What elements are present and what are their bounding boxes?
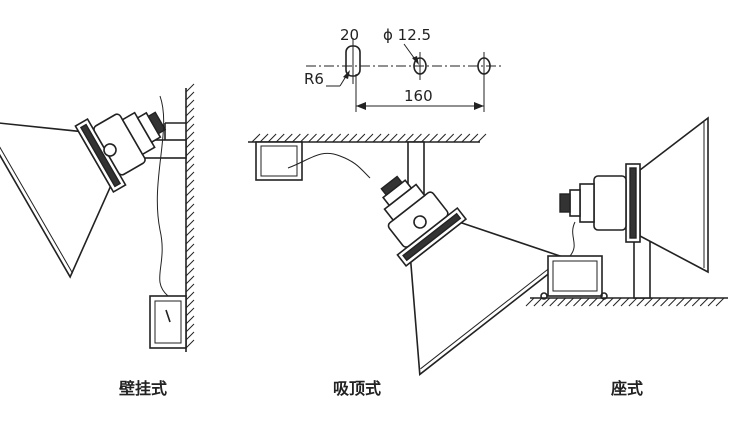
wall-mount-illustration <box>0 83 195 352</box>
base-cable <box>569 221 576 257</box>
wall-hatching <box>185 83 195 349</box>
base-mount-illustration <box>525 116 728 307</box>
ceiling-hatching <box>251 133 487 143</box>
wall-cable <box>156 95 169 297</box>
ceiling-mount-illustration <box>248 133 570 376</box>
caption-base-mount: 座式 <box>610 379 643 398</box>
floor-junction-box <box>547 255 603 297</box>
caption-ceiling-mount: 吸顶式 <box>333 379 381 398</box>
wall-junction-box <box>149 295 187 349</box>
mounting-hole-dimension-drawing: 20 ϕ 12.5 R6 160 <box>304 26 502 112</box>
floor-hatching <box>525 297 725 307</box>
ceiling-junction-box <box>255 141 303 181</box>
caption-wall-mount: 壁挂式 <box>119 379 167 398</box>
base-lamp-housing <box>593 175 627 231</box>
dim-hole-diameter: ϕ 12.5 <box>383 26 431 44</box>
dim-total-length: 160 <box>404 87 433 105</box>
dim-hole-spacing: 20 <box>340 26 359 44</box>
ceiling-cable <box>287 152 371 179</box>
dim-slot-radius: R6 <box>304 70 324 88</box>
